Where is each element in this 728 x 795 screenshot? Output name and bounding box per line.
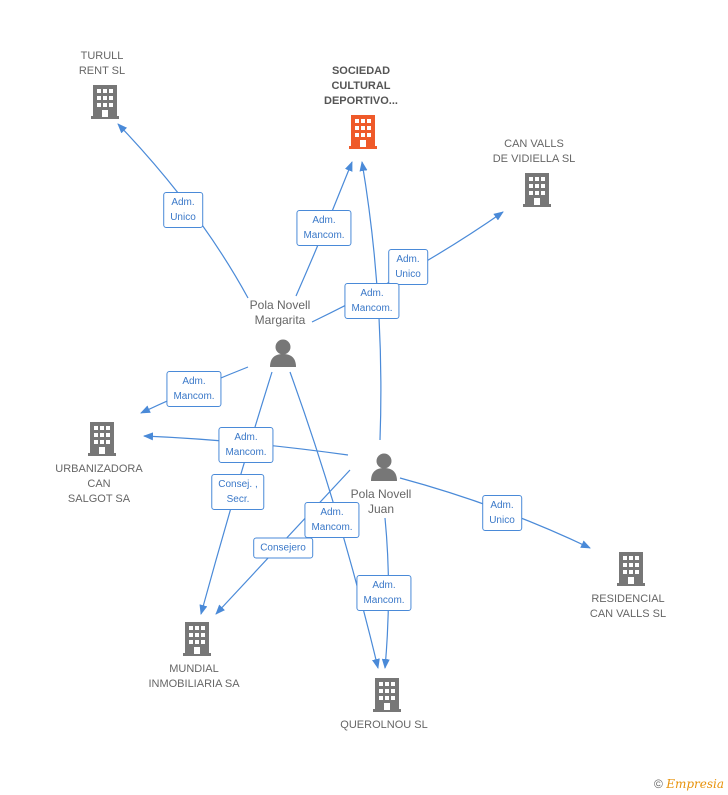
edge-label-line: Consej. , bbox=[218, 479, 258, 490]
node-label-line: SALGOT SA bbox=[67, 493, 131, 505]
building-icon bbox=[183, 622, 211, 656]
node-label-line: Margarita bbox=[254, 313, 306, 327]
node-turull[interactable]: TURULL RENT SL bbox=[79, 49, 125, 79]
building-icon-main bbox=[349, 115, 377, 149]
edge-label-adm-mancom[interactable]: Adm. Mancom. bbox=[296, 210, 352, 246]
node-label-line: URBANIZADORA bbox=[55, 463, 143, 475]
node-label-line: CULTURAL bbox=[331, 80, 391, 92]
edge-label-adm-unico[interactable]: Adm. Unico bbox=[163, 192, 203, 228]
edge-label-line: Adm. bbox=[360, 288, 384, 299]
building-icon bbox=[523, 173, 551, 207]
edge-label-consejero[interactable]: Consejero bbox=[253, 537, 313, 559]
edge-label-line: Unico bbox=[489, 515, 515, 526]
edge-label-line: Adm. bbox=[372, 580, 396, 591]
edge-label-line: Adm. bbox=[312, 215, 336, 226]
node-label-line: TURULL bbox=[80, 50, 124, 62]
edge-label-line: Adm. bbox=[171, 197, 195, 208]
node-label-line: CAN VALLS SL bbox=[589, 608, 667, 620]
node-querolnou[interactable]: QUEROLNOU SL bbox=[340, 718, 427, 733]
edge-label-line: Mancom. bbox=[225, 447, 267, 458]
building-icon bbox=[373, 678, 401, 712]
edge-label-line: Mancom. bbox=[311, 522, 353, 533]
node-label-line: RENT SL bbox=[78, 65, 126, 77]
node-label-line: Pola Novell bbox=[249, 298, 311, 312]
edge-label-adm-mancom[interactable]: Adm. Mancom. bbox=[356, 575, 412, 611]
node-label-line: Juan bbox=[367, 502, 395, 516]
building-icon bbox=[91, 85, 119, 119]
node-sociedad[interactable]: SOCIEDAD CULTURAL DEPORTIVO... bbox=[324, 64, 398, 109]
node-label-line: INMOBILIARIA SA bbox=[148, 678, 240, 690]
node-label-line: DEPORTIVO... bbox=[324, 95, 398, 107]
node-label-line: CAN VALLS bbox=[504, 138, 564, 150]
node-label-line: QUEROLNOU SL bbox=[340, 719, 428, 731]
node-label-line: MUNDIAL bbox=[169, 663, 219, 675]
building-icon bbox=[617, 552, 645, 586]
person-icon bbox=[369, 453, 399, 481]
building-icon bbox=[88, 422, 116, 456]
edge-label-line: Mancom. bbox=[363, 595, 405, 606]
edge-label-adm-mancom[interactable]: Adm. Mancom. bbox=[218, 427, 274, 463]
edge-label-line: Unico bbox=[170, 212, 196, 223]
node-margarita[interactable]: Pola Novell Margarita bbox=[250, 298, 311, 328]
edge-label-line: Mancom. bbox=[303, 230, 345, 241]
node-label-line: SOCIEDAD bbox=[331, 65, 391, 77]
edge-label-line: Consejero bbox=[260, 542, 306, 554]
edge-label-adm-mancom[interactable]: Adm. Mancom. bbox=[344, 283, 400, 319]
edge-label-line: Mancom. bbox=[173, 391, 215, 402]
node-label-line: CAN bbox=[87, 478, 111, 490]
node-residencial[interactable]: RESIDENCIAL CAN VALLS SL bbox=[590, 592, 666, 622]
edge-label-line: Unico bbox=[395, 269, 421, 280]
person-icon bbox=[268, 339, 298, 367]
brand-logo[interactable]: Empresia bbox=[666, 777, 724, 791]
edge-label-line: Adm. bbox=[234, 432, 258, 443]
node-juan[interactable]: Pola Novell Juan bbox=[351, 487, 412, 517]
edge-label-adm-unico[interactable]: Adm. Unico bbox=[482, 495, 522, 531]
node-label-line: Pola Novell bbox=[350, 487, 412, 501]
edge-label-line: Adm. bbox=[320, 507, 344, 518]
edge-label-line: Adm. bbox=[490, 500, 514, 511]
edge-label-adm-mancom[interactable]: Adm. Mancom. bbox=[304, 502, 360, 538]
edge-label-line: Secr. bbox=[226, 494, 250, 505]
edge-label-line: Mancom. bbox=[351, 303, 393, 314]
edge-label-adm-unico[interactable]: Adm. Unico bbox=[388, 249, 428, 285]
node-canvalls[interactable]: CAN VALLS DE VIDIELLA SL bbox=[493, 137, 576, 167]
copyright-symbol: © bbox=[654, 777, 663, 791]
node-label-line: DE VIDIELLA SL bbox=[492, 153, 576, 165]
edge-label-consej-secr[interactable]: Consej. , Secr. bbox=[211, 474, 265, 510]
footer-credit: © Empresia bbox=[654, 777, 724, 791]
edge-label-line: Adm. bbox=[182, 376, 206, 387]
edge-label-adm-mancom[interactable]: Adm. Mancom. bbox=[166, 371, 222, 407]
node-mundial[interactable]: MUNDIAL INMOBILIARIA SA bbox=[148, 662, 239, 692]
node-urbanizadora[interactable]: URBANIZADORA CAN SALGOT SA bbox=[55, 462, 142, 507]
node-label-line: RESIDENCIAL bbox=[591, 593, 665, 605]
edge-label-line: Adm. bbox=[396, 254, 420, 265]
